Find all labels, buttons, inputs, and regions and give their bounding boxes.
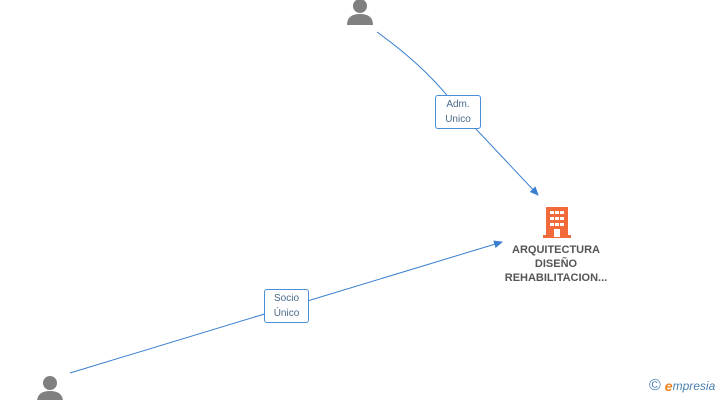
edge-label-line: Socio	[273, 293, 299, 304]
person-icon[interactable]	[35, 375, 65, 400]
edge-label-line: Único	[273, 308, 300, 319]
brand-logo-text: mpresia	[672, 379, 716, 393]
edge-label-line: Adm.	[446, 99, 470, 110]
edge-label-socio-unico[interactable]: Socio Único	[264, 289, 309, 323]
person-icon[interactable]	[345, 0, 375, 26]
company-name-line: DISEÑO	[534, 258, 578, 270]
edge-label-adm-unico[interactable]: Adm. Unico	[435, 95, 481, 129]
company-name-line: REHABILITACION...	[504, 272, 608, 284]
edge-label-line: Unico	[445, 114, 471, 125]
company-name-label[interactable]: ARQUITECTURA DISEÑO REHABILITACION...	[486, 243, 626, 285]
copyright-icon: ©	[649, 377, 661, 394]
brand-logo-letter: e	[664, 378, 673, 394]
building-icon[interactable]	[542, 205, 572, 239]
company-name-line: ARQUITECTURA	[512, 244, 600, 256]
